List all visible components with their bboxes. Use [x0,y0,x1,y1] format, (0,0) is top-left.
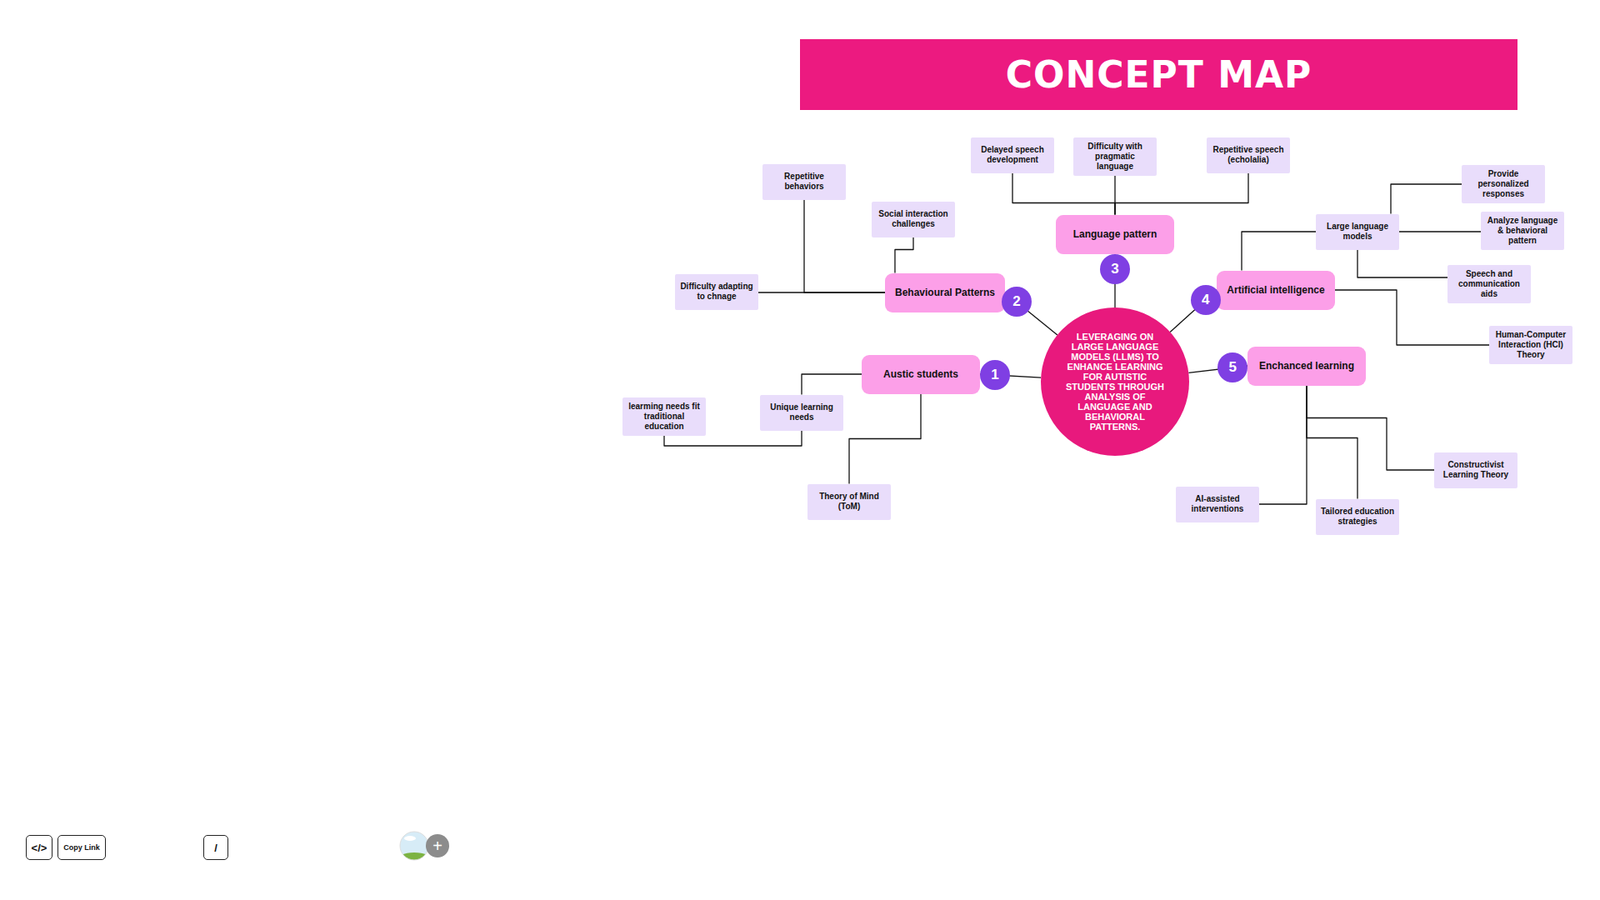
leaf-box: Constructivist Learning Theory [1434,452,1518,489]
node-text: Austic students [883,368,959,380]
node-text: Language pattern [1073,228,1158,240]
node-text: Speech and communication aids [1451,269,1527,300]
node-text: Difficulty with pragmatic language [1077,141,1153,172]
leaf-box: learming needs fit traditional education [622,397,706,436]
leaf-box: Analyze language & behavioral pattern [1480,211,1565,250]
connector [1012,173,1115,215]
connector [1306,385,1435,471]
add-button: + [425,834,450,858]
leaf-box: Large language models [1315,214,1400,250]
node-text: Artificial intelligence [1226,284,1325,296]
toolbar-button: Copy Link [57,835,106,860]
connector [1115,173,1249,215]
node-text: Provide personalized responses [1465,169,1541,200]
leaf-box: Repetitive behaviors [762,164,846,200]
node-text: + [432,837,443,855]
leaf-box: Theory of Mind (ToM) [807,484,891,520]
connector [1306,385,1358,500]
callout-number-text: 2 [1012,293,1020,310]
node-text: Social interaction challenges [875,209,951,230]
leaf-box: Tailored education strategies [1315,499,1400,535]
node-text: Analyze language & behavioral pattern [1485,215,1560,246]
callout-number-text: 4 [1201,291,1210,309]
node-text: Tailored education strategies [1320,506,1395,527]
topic-box: Enchanced learning [1247,346,1366,386]
leaf-box: Provide personalized responses [1461,165,1545,204]
connector [849,394,921,485]
leaf-box: Difficulty with pragmatic language [1073,137,1157,176]
connector [1259,385,1307,505]
node-text: Unique learning needs [764,402,840,423]
callout-number-text: 3 [1110,260,1119,278]
node-text: Enchanced learning [1259,360,1355,372]
connector [1241,231,1316,271]
node-text: </> [31,841,48,855]
node-text: Copy Link [63,843,100,852]
leaf-box: Delayed speech development [970,137,1055,174]
hub-circle: LEVERAGING ON LARGE LANGUAGE MODELS (LLM… [1040,307,1190,456]
node-text: Large language models [1320,221,1395,242]
leaf-box: Human-Computer Interaction (HCI) Theory [1489,325,1573,365]
callout-number: 2 [1001,286,1032,317]
connector [895,237,914,274]
leaf-box: Repetitive speech (echolalia) [1206,137,1290,174]
topic-box: Behavioural Patterns [885,273,1005,313]
node-text: Repetitive behaviors [766,171,842,192]
title-text: CONCEPT MAP [1005,53,1313,96]
callout-number-text: 5 [1228,359,1236,376]
leaf-box: Unique learning needs [760,395,844,431]
connector [801,374,862,395]
callout-number: 1 [980,360,1010,390]
leaf-box: AI-assisted interventions [1175,486,1260,523]
toolbar-button: / [203,835,229,860]
callout-number: 5 [1217,352,1248,383]
topic-box: Language pattern [1055,215,1175,255]
connector [1357,250,1448,279]
callout-number: 4 [1190,285,1221,315]
node-text: Constructivist Learning Theory [1438,460,1514,480]
node-text: Difficulty adapting to chnage [679,281,755,302]
node-text: LEVERAGING ON LARGE LANGUAGE MODELS (LLM… [1065,331,1165,432]
title-band: CONCEPT MAP [800,39,1518,110]
connector [758,291,885,293]
leaf-box: Difficulty adapting to chnage [675,274,759,310]
topic-box: Artificial intelligence [1216,270,1335,310]
callout-number: 3 [1100,254,1130,285]
node-text: AI-assisted interventions [1180,494,1255,515]
callout-number-text: 1 [990,366,999,384]
node-text: Repetitive speech (echolalia) [1210,145,1286,165]
connector [1399,230,1481,232]
node-text: Theory of Mind (ToM) [811,491,887,512]
node-text: / [214,841,218,855]
leaf-box: Speech and communication aids [1447,265,1531,304]
node-text: Behavioural Patterns [895,286,995,299]
toolbar-button: </> [25,835,54,860]
connector [1390,184,1462,215]
node-text: learming needs fit traditional education [626,401,702,432]
node-text: Delayed speech development [975,145,1050,165]
topic-box: Austic students [861,355,980,395]
leaf-box: Social interaction challenges [871,201,955,238]
node-text: Human-Computer Interaction (HCI) Theory [1493,330,1569,360]
